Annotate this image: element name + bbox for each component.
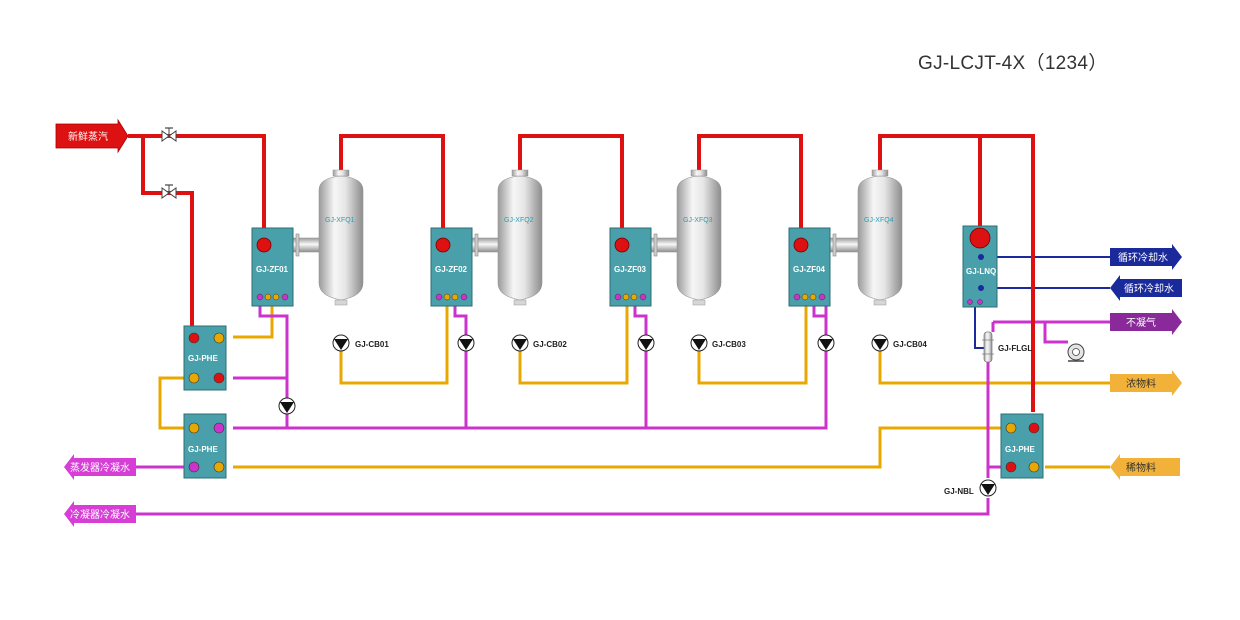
arrow-evaporator-condensate: 蒸发器冷凝水 [64, 454, 136, 480]
arrow-label-concentrate: 浓物料 [1126, 377, 1156, 390]
pump-cb02[interactable]: GJ-CB02 [511, 334, 567, 352]
steam-valve-top[interactable] [161, 127, 177, 142]
arrow-label-evaporator-condensate: 蒸发器冷凝水 [70, 461, 130, 474]
arrow-fresh-steam: 新鲜蒸汽 [55, 118, 129, 154]
condenser-label-lnq: GJ-LNQ [966, 267, 996, 276]
pump-label-cb02: GJ-CB02 [533, 340, 567, 349]
material-lines [158, 306, 1110, 469]
heat-exchanger-label-right: GJ-PHE [1005, 445, 1035, 454]
evaporator-label-zf01: GJ-ZF01 [256, 265, 289, 274]
arrow-condenser-condensate: 冷凝器冷凝水 [64, 501, 136, 527]
heat-exchanger-right[interactable]: GJ-PHE [1000, 413, 1044, 479]
heat-exchanger-bottom[interactable]: GJ-PHE [183, 413, 227, 479]
evaporator-zf02[interactable]: GJ-ZF02 [430, 227, 473, 307]
arrow-label-fresh-steam: 新鲜蒸汽 [68, 130, 108, 143]
arrow-cooling-water-in: 循环冷却水 [1110, 244, 1182, 270]
cooling-lines [974, 256, 1110, 349]
pump-cb01[interactable]: GJ-CB01 [332, 334, 389, 352]
steam-valve-bypass[interactable] [161, 184, 177, 199]
pump-label-cb03: GJ-CB03 [712, 340, 746, 349]
pump-label-nbl: GJ-NBL [944, 487, 974, 496]
gas-liquid-separator-flgl[interactable]: GJ-FLGL [982, 331, 1032, 363]
separator-label-xfq3: GJ-XFQ3 [683, 217, 713, 224]
arrow-label-cooling-water-out: 循环冷却水 [1124, 282, 1174, 295]
arrow-label-cooling-water-in: 循环冷却水 [1118, 251, 1168, 264]
arrow-label-non-condensable-gas: 不凝气 [1126, 316, 1156, 329]
evaporator-zf03[interactable]: GJ-ZF03 [609, 227, 652, 307]
pump-zf02-material[interactable] [457, 334, 475, 352]
pump-cb04[interactable]: GJ-CB04 [871, 334, 927, 352]
heat-exchanger-top[interactable]: GJ-PHE [183, 325, 227, 391]
pump-nbl[interactable]: GJ-NBL [944, 479, 997, 497]
condenser-lnq[interactable]: GJ-LNQ [962, 225, 998, 308]
pump-cb03[interactable]: GJ-CB03 [690, 334, 746, 352]
diagram-title: GJ-LCJT-4X（1234） [918, 53, 1108, 74]
arrow-concentrate: 浓物料 [1110, 370, 1182, 396]
evaporator-zf04[interactable]: GJ-ZF04 [788, 227, 831, 307]
separator-label-xfq2: GJ-XFQ2 [504, 217, 534, 224]
arrow-dilute-material: 稀物料 [1110, 454, 1180, 480]
pump-zf01-condensate[interactable] [278, 397, 296, 415]
arrow-cooling-water-out: 循环冷却水 [1110, 275, 1182, 301]
heat-exchanger-label-bottom: GJ-PHE [188, 445, 218, 454]
arrow-label-condenser-condensate: 冷凝器冷凝水 [70, 508, 130, 521]
vacuum-pump[interactable] [1062, 340, 1085, 362]
flgl-label: GJ-FLGL [998, 344, 1032, 353]
pump-zf04-material[interactable] [817, 334, 835, 352]
arrow-non-condensable-gas: 不凝气 [1110, 309, 1182, 335]
evaporator-label-zf03: GJ-ZF03 [614, 265, 647, 274]
separator-label-xfq4: GJ-XFQ4 [864, 217, 894, 224]
condensate-lines [128, 306, 1110, 516]
heat-exchanger-label-top: GJ-PHE [188, 354, 218, 363]
evaporator-label-zf02: GJ-ZF02 [435, 265, 468, 274]
pump-zf03-material[interactable] [637, 334, 655, 352]
separator-xfq1: GJ-XFQ1 [274, 169, 364, 306]
pump-label-cb01: GJ-CB01 [355, 340, 389, 349]
arrow-label-dilute-material: 稀物料 [1126, 461, 1156, 474]
pump-label-cb04: GJ-CB04 [893, 340, 927, 349]
evaporator-label-zf04: GJ-ZF04 [793, 265, 826, 274]
separator-label-xfq1: GJ-XFQ1 [325, 217, 355, 224]
evaporator-zf01[interactable]: GJ-ZF01 [251, 227, 294, 307]
